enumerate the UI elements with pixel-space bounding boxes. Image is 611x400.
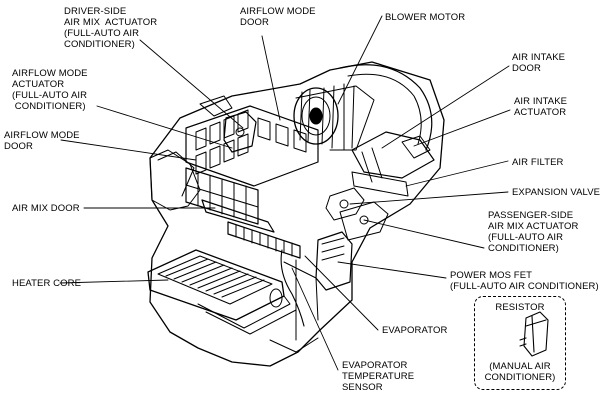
- expansion-valve-shape: [325, 187, 365, 221]
- mode-door-vents: [185, 105, 319, 187]
- leader-lines: [59, 15, 511, 371]
- blower-scroll: [339, 64, 433, 151]
- label-passenger-side-air-mix-actuator: PASSENGER-SIDE AIR MIX ACTUATOR (FULL-AU…: [488, 210, 579, 254]
- label-blower-motor: BLOWER MOTOR: [385, 12, 466, 23]
- driver-actuator-shape: [223, 111, 257, 153]
- label-air-intake-door: AIR INTAKE DOOR: [512, 52, 566, 74]
- label-evaporator-temperature-sensor: EVAPORATOR TEMPERATURE SENSOR: [342, 360, 415, 393]
- resistor-part-shape: [519, 311, 549, 357]
- label-air-mix-door: AIR MIX DOOR: [12, 203, 80, 214]
- air-intake-actuator-shape: [401, 135, 431, 159]
- inset-caption-manual-air-conditioner: (MANUAL AIR CONDITIONER): [484, 361, 556, 383]
- label-expansion-valve: EXPANSION VALVE: [512, 187, 601, 198]
- label-airflow-mode-door-left: AIRFLOW MODE DOOR: [4, 130, 80, 152]
- shutter-grid: [185, 167, 259, 225]
- inset-title-resistor: RESISTOR: [495, 302, 545, 313]
- air-mix-door-plate: [201, 199, 275, 233]
- label-driver-side-air-mix-actuator: DRIVER-SIDE AIR MIX ACTUATOR (FULL-AUTO …: [64, 6, 158, 50]
- blower-motor-shape: [293, 83, 375, 151]
- label-heater-core: HEATER CORE: [12, 278, 82, 289]
- temp-sensor-wire: [280, 249, 305, 327]
- air-filter-shape: [351, 171, 409, 197]
- passenger-actuator-shape: [339, 201, 389, 241]
- left-duct: [149, 149, 201, 211]
- label-airflow-mode-actuator: AIRFLOW MODE ACTUATOR (FULL-AUTO AIR CON…: [12, 68, 88, 112]
- resistor-inset-box: [474, 296, 566, 390]
- evaporator-shape: [227, 221, 301, 259]
- label-airflow-mode-door-top: AIRFLOW MODE DOOR: [240, 6, 316, 28]
- air-intake-door-shape: [351, 131, 435, 179]
- hvac-case-outline: [149, 61, 445, 367]
- heater-core-shape: [147, 249, 297, 335]
- label-air-intake-actuator: AIR INTAKE ACTUATOR: [514, 96, 568, 118]
- label-air-filter: AIR FILTER: [512, 157, 564, 168]
- label-evaporator: EVAPORATOR: [382, 325, 448, 336]
- label-power-mos-fet: POWER MOS FET (FULL-AUTO AIR CONDITIONER…: [450, 270, 599, 292]
